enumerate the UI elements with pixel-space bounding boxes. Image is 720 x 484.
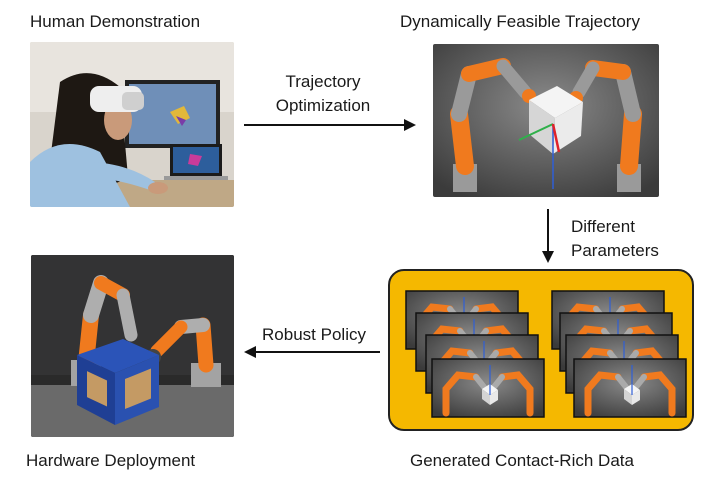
label-generated-data: Generated Contact-Rich Data (410, 451, 634, 470)
label-human-demonstration: Human Demonstration (30, 12, 201, 31)
arrow-trajectory-optimization (244, 119, 416, 131)
arrow-robust-policy (244, 346, 380, 358)
human-demonstration-photo (30, 42, 234, 207)
generated-data-container (388, 269, 694, 431)
feasible-trajectory-render (433, 44, 659, 197)
label-trajectory-optimization-1: Trajectory (285, 72, 361, 91)
label-different-parameters-1: Different (571, 217, 635, 236)
label-feasible-trajectory: Dynamically Feasible Trajectory (400, 12, 640, 31)
label-trajectory-optimization-2: Optimization (275, 96, 371, 115)
label-different-parameters-2: Parameters (571, 241, 659, 260)
arrow-different-parameters (542, 209, 554, 263)
label-robust-policy: Robust Policy (262, 325, 366, 344)
label-hardware-deployment: Hardware Deployment (26, 451, 196, 470)
hardware-deployment-photo (31, 255, 234, 437)
